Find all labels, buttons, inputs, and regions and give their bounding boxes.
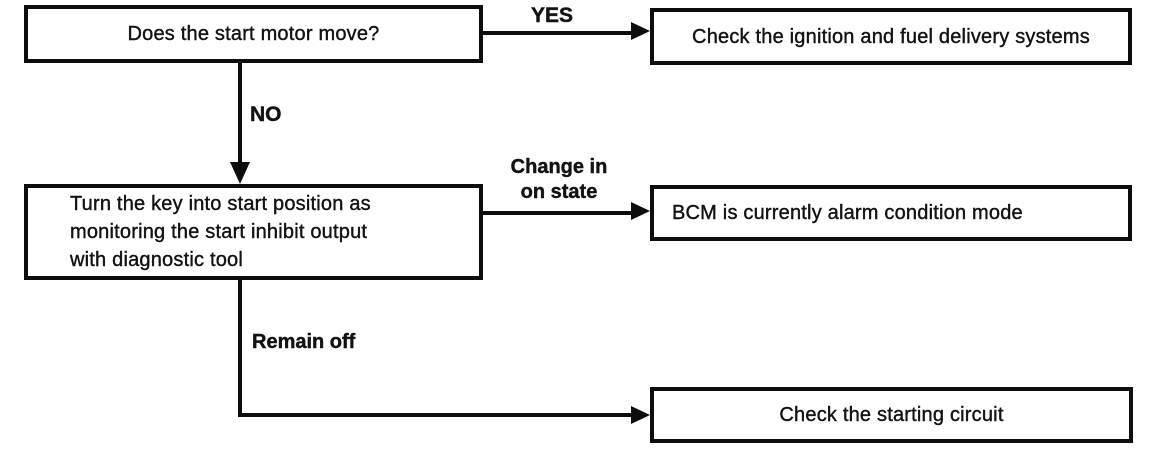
node-turn-key-text: Turn the key into start position as moni… (70, 193, 371, 271)
arrow-change-line (483, 211, 633, 215)
node-check-ignition-text: Check the ignition and fuel delivery sys… (692, 25, 1090, 48)
arrow-no-arrowhead-icon (230, 162, 250, 184)
node-bcm-alarm: BCM is currently alarm condition mode (650, 185, 1132, 241)
node-bcm-alarm-text: BCM is currently alarm condition mode (672, 202, 1023, 224)
arrow-yes-line (483, 31, 633, 35)
label-yes: YES (531, 4, 574, 27)
arrow-no-line (238, 63, 242, 164)
label-change-in-on-state: Change in on state (510, 156, 608, 203)
node-start-motor: Does the start motor move? (24, 5, 483, 63)
arrow-remain-hline (238, 413, 633, 417)
node-turn-key: Turn the key into start position as moni… (24, 184, 483, 280)
label-remain-off: Remain off (252, 331, 356, 353)
node-start-motor-text: Does the start motor move? (127, 23, 380, 45)
arrow-change-arrowhead-icon (631, 202, 650, 220)
arrow-remain-vline (238, 280, 242, 417)
arrow-yes-arrowhead-icon (631, 22, 650, 40)
node-check-starting-circuit: Check the starting circuit (650, 387, 1133, 443)
label-no: NO (250, 103, 282, 126)
node-check-starting-circuit-text: Check the starting circuit (779, 404, 1004, 426)
node-check-ignition: Check the ignition and fuel delivery sys… (650, 8, 1132, 65)
arrow-remain-arrowhead-icon (631, 406, 650, 424)
